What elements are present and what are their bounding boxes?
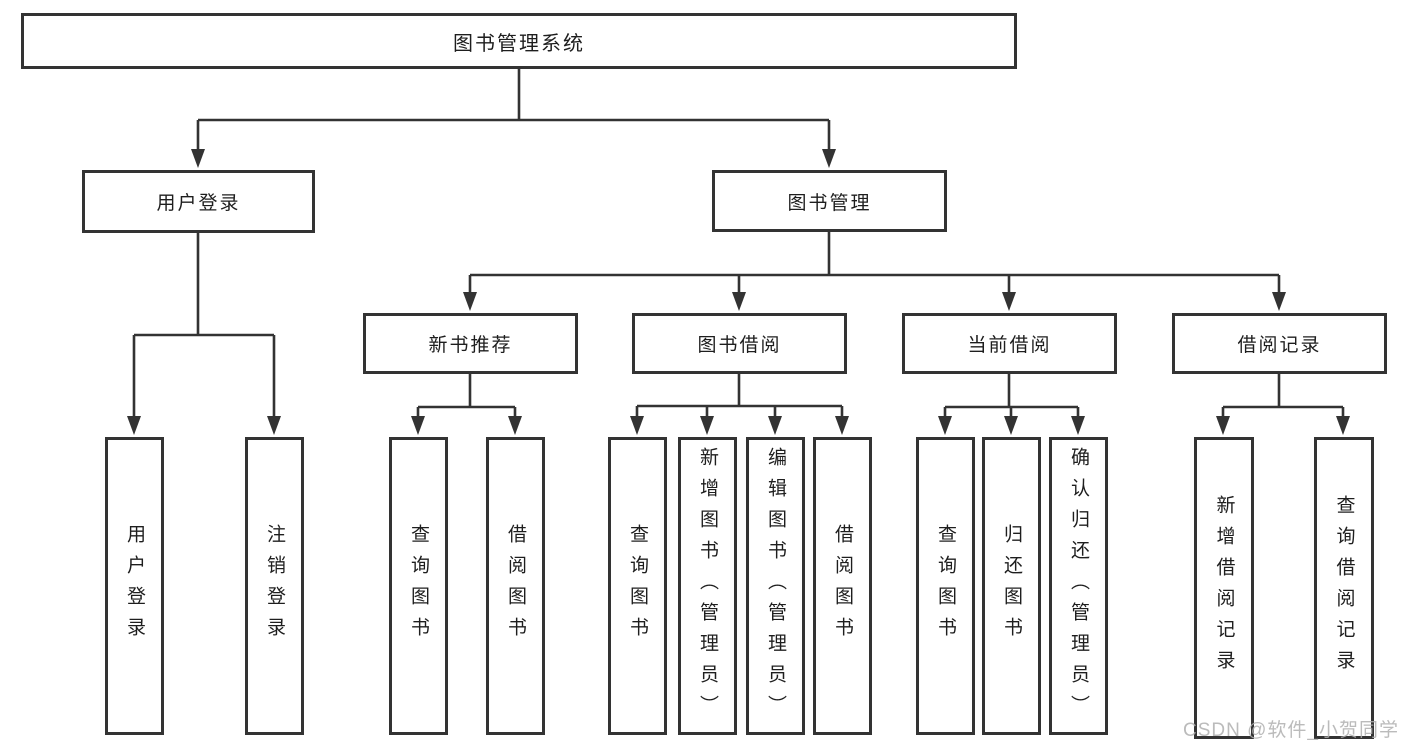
arrow-down-icon	[1004, 416, 1018, 435]
leaf-label: 编辑图书（管理员）	[765, 446, 786, 726]
arrow-down-icon	[1272, 292, 1286, 311]
leaf-label: 借阅图书	[505, 524, 526, 648]
leaf-user-login: 用户登录	[105, 437, 164, 735]
leaf-add-books-admin: 新增图书（管理员）	[678, 437, 737, 735]
arrow-down-icon	[938, 416, 952, 435]
node-label: 当前借阅	[967, 335, 1052, 356]
leaf-label: 归还图书	[1001, 524, 1022, 648]
node-current-borrowing: 当前借阅	[902, 313, 1117, 374]
arrow-down-icon	[191, 149, 205, 168]
leaf-label: 用户登录	[124, 524, 145, 648]
arrow-down-icon	[1336, 416, 1350, 435]
leaf-label: 新增借阅记录	[1213, 495, 1235, 681]
leaf-label: 查询图书	[408, 524, 429, 648]
arrow-down-icon	[1002, 292, 1016, 311]
node-borrowing-records: 借阅记录	[1172, 313, 1387, 374]
arrow-down-icon	[732, 292, 746, 311]
arrow-down-icon	[411, 416, 425, 435]
arrow-down-icon	[463, 292, 477, 311]
leaf-label: 确认归还（管理员）	[1068, 446, 1089, 726]
leaf-add-borrow-record: 新增借阅记录	[1194, 437, 1254, 739]
leaf-confirm-return-admin: 确认归还（管理员）	[1049, 437, 1108, 735]
node-book-management: 图书管理	[712, 170, 947, 232]
leaf-query-borrow-record: 查询借阅记录	[1314, 437, 1374, 739]
node-label: 新书推荐	[428, 335, 513, 356]
leaf-query-books-borrowing: 查询图书	[608, 437, 667, 735]
leaf-borrow-books-recommend: 借阅图书	[486, 437, 545, 735]
arrow-down-icon	[127, 416, 141, 435]
leaf-logout: 注销登录	[245, 437, 304, 735]
node-new-book-recommendation: 新书推荐	[363, 313, 578, 374]
node-label: 图书管理	[787, 192, 872, 214]
leaf-label: 新增图书（管理员）	[697, 446, 718, 726]
arrow-down-icon	[822, 149, 836, 168]
leaf-label: 借阅图书	[832, 524, 853, 648]
leaf-return-books: 归还图书	[982, 437, 1041, 735]
leaf-label: 注销登录	[264, 524, 285, 648]
arrow-down-icon	[267, 416, 281, 435]
node-label: 借阅记录	[1237, 335, 1322, 356]
leaf-edit-books-admin: 编辑图书（管理员）	[746, 437, 805, 735]
leaf-label: 查询图书	[627, 524, 648, 648]
node-user-login: 用户登录	[82, 170, 315, 233]
node-library-management-system: 图书管理系统	[21, 13, 1017, 69]
leaf-borrow-books-borrowing: 借阅图书	[813, 437, 872, 735]
arrow-down-icon	[700, 416, 714, 435]
leaf-label: 查询图书	[935, 524, 956, 648]
arrow-down-icon	[508, 416, 522, 435]
csdn-watermark: CSDN @软件_小贺同学	[1183, 720, 1399, 741]
node-book-borrowing: 图书借阅	[632, 313, 847, 374]
arrow-down-icon	[630, 416, 644, 435]
node-label: 图书借阅	[697, 335, 782, 356]
leaf-query-books-current: 查询图书	[916, 437, 975, 735]
leaf-label: 查询借阅记录	[1333, 495, 1355, 681]
arrow-down-icon	[835, 416, 849, 435]
arrow-down-icon	[1216, 416, 1230, 435]
leaf-query-books-recommend: 查询图书	[389, 437, 448, 735]
node-label: 用户登录	[156, 193, 241, 214]
arrow-down-icon	[768, 416, 782, 435]
node-label: 图书管理系统	[453, 32, 585, 55]
arrow-down-icon	[1071, 416, 1085, 435]
